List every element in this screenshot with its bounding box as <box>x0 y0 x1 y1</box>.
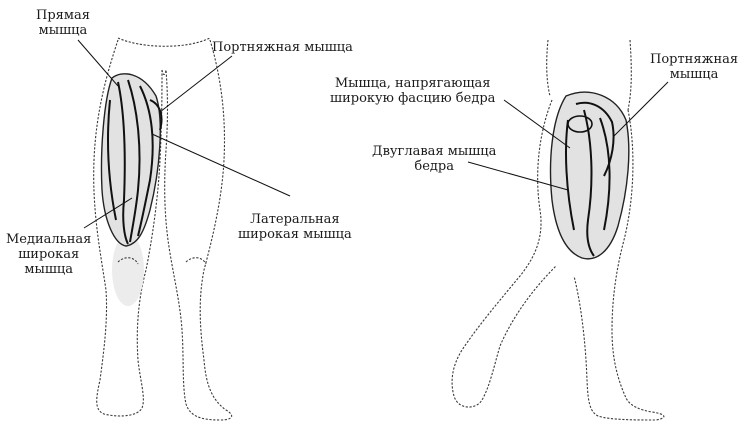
label-vastus-lateralis-line1: Латеральная <box>238 212 352 227</box>
leader-line-vastus-lateralis <box>152 134 290 196</box>
label-vastus-lateralis-line2: широкая мышца <box>238 227 352 242</box>
label-tensor-fasciae-line1: Мышца, напрягающая <box>330 76 495 91</box>
label-vastus-medialis-line3: мышца <box>6 262 91 277</box>
label-biceps-femoris: Двуглавая мышца бедра <box>372 144 496 174</box>
leader-line-sartorius-front <box>160 56 232 112</box>
leader-line-rectus <box>78 40 118 86</box>
label-biceps-femoris-line1: Двуглавая мышца <box>372 144 496 159</box>
label-rectus-line1: Прямая <box>36 8 90 23</box>
label-rectus: Прямая мышца <box>36 8 90 38</box>
front-hip-outline <box>118 38 210 46</box>
side-thigh-muscle-group <box>551 92 629 259</box>
label-vastus-medialis-line1: Медиальная <box>6 232 91 247</box>
label-sartorius-front: Портняжная мышца <box>212 40 353 55</box>
label-sartorius-side: Портняжная мышца <box>650 52 738 82</box>
leader-line-sartorius-side <box>614 82 668 136</box>
label-biceps-femoris-line2: бедра <box>372 159 496 174</box>
label-tensor-fasciae: Мышца, напрягающая широкую фасцию бедра <box>330 76 495 106</box>
front-right-leg-outline <box>165 40 232 420</box>
label-sartorius-side-line2: мышца <box>650 67 738 82</box>
label-vastus-lateralis: Латеральная широкая мышца <box>238 212 352 242</box>
front-kneecap-outline <box>186 258 206 264</box>
label-rectus-line2: мышца <box>36 23 90 38</box>
label-vastus-medialis-line2: широкая <box>6 247 91 262</box>
front-view-figure <box>94 38 232 420</box>
label-vastus-medialis: Медиальная широкая мышца <box>6 232 91 277</box>
front-crotch-outline <box>162 70 166 75</box>
label-tensor-fasciae-line2: широкую фасцию бедра <box>330 91 495 106</box>
label-sartorius-side-line1: Портняжная <box>650 52 738 67</box>
